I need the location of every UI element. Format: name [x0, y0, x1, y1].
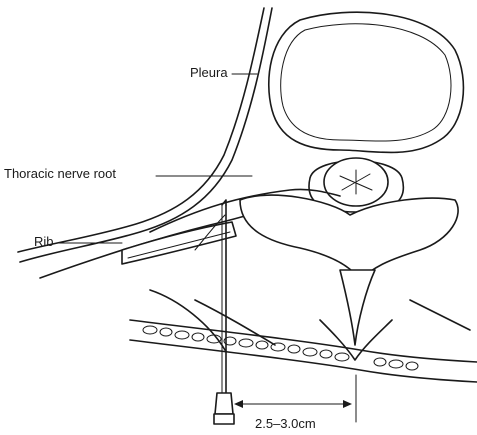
rib-label: Rib [34, 234, 54, 249]
distance-measure: 2.5–3.0cm [234, 375, 356, 431]
spinous-process [320, 270, 392, 360]
arrowhead-left [234, 400, 243, 408]
pleura-label: Pleura [190, 65, 228, 80]
nerve-root-label: Thoracic nerve root [4, 166, 116, 181]
needle-hub-base [214, 414, 234, 424]
rib [122, 222, 236, 264]
pleura-lines [18, 8, 280, 278]
fat-globules [143, 326, 418, 370]
skin-layer [130, 320, 477, 382]
arrowhead-right [343, 400, 352, 408]
needle-tip [222, 200, 226, 205]
vertebral-body [269, 12, 464, 152]
needle-hub [215, 393, 233, 414]
transverse-process [240, 195, 458, 280]
distance-label: 2.5–3.0cm [255, 416, 316, 431]
